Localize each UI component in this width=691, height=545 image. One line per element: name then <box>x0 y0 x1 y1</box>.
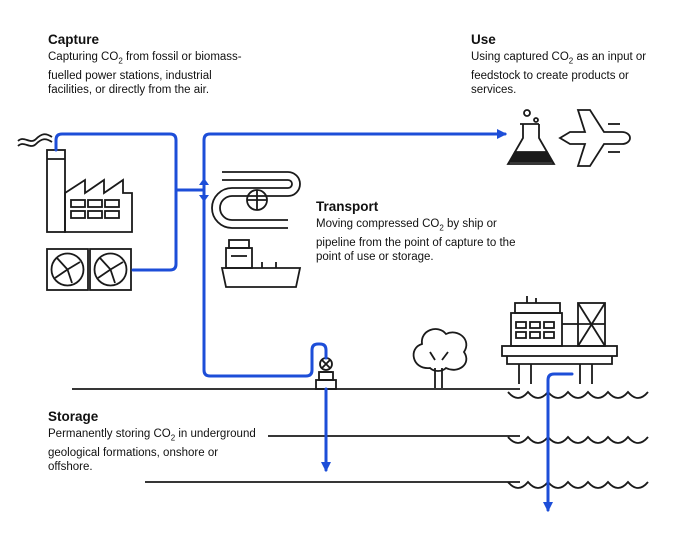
ground-lines <box>72 388 520 483</box>
storage-block: Storage Permanently storing CO2 in under… <box>48 408 263 475</box>
direct-air-capture-fans-icon <box>46 248 132 291</box>
factory-icon <box>17 133 133 233</box>
airplane-icon <box>558 109 631 167</box>
flask-icon <box>506 109 556 165</box>
use-title: Use <box>471 32 496 47</box>
hub-arrow-down <box>199 195 209 202</box>
transport-title: Transport <box>316 199 379 214</box>
use-description: Using captured CO2 as an input or feedst… <box>471 51 647 97</box>
transport-description: Moving compressed CO2 by ship or pipelin… <box>316 218 516 264</box>
flow-to-use <box>202 129 507 192</box>
flow-factory-to-hub <box>54 132 178 192</box>
pipeline-icon <box>211 171 301 229</box>
tree-icon <box>412 328 468 388</box>
use-block: Use Using captured CO2 as an input or fe… <box>471 31 661 98</box>
hub-arrow-up <box>199 178 209 185</box>
offshore-platform-icon <box>501 296 618 384</box>
wellhead-icon <box>315 357 337 390</box>
storage-title: Storage <box>48 409 99 424</box>
storage-description: Permanently storing CO2 in underground g… <box>48 428 256 474</box>
transport-block: Transport Moving compressed CO2 by ship … <box>316 198 526 265</box>
capture-description: Capturing CO2 from fossil or biomass-fue… <box>48 51 242 97</box>
hub-arrows <box>199 178 209 202</box>
flow-fans-to-hub <box>131 188 178 272</box>
capture-title: Capture <box>48 32 100 47</box>
waves-icon <box>507 390 649 489</box>
co2-flow-lines <box>54 129 574 512</box>
ship-icon <box>220 239 302 288</box>
flow-to-wellhead <box>202 188 328 378</box>
flow-offshore-storage <box>543 372 574 512</box>
capture-block: Capture Capturing CO2 from fossil or bio… <box>48 31 248 98</box>
